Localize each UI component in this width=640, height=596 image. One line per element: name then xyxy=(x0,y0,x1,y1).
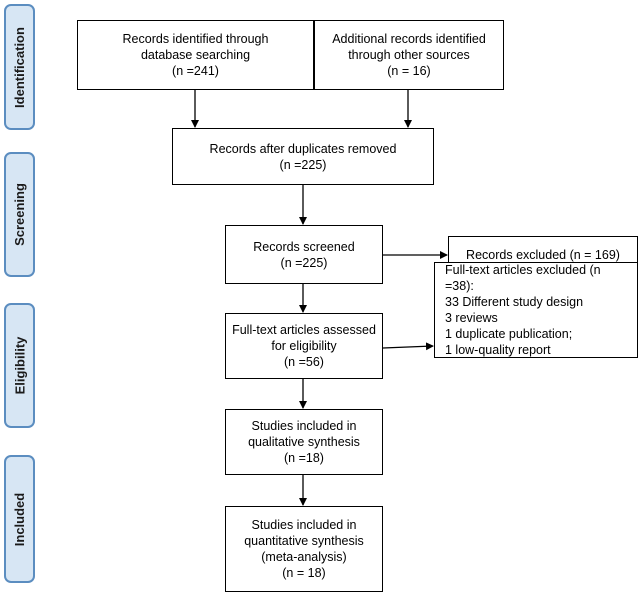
box-records-screened: Records screened (n =225) xyxy=(225,225,383,284)
box-quantitative-synthesis: Studies included in quantitative synthes… xyxy=(225,506,383,592)
fulltext-excluded-reason: 1 duplicate publication; xyxy=(445,327,573,341)
box-fulltext-excluded: Full-text articles excluded (n =38): 33 … xyxy=(434,262,638,358)
stage-tab-included: Included xyxy=(4,455,35,583)
fulltext-excluded-reason: 33 Different study design xyxy=(445,295,584,309)
box-records-screened-text: Records screened (n =225) xyxy=(253,239,355,270)
arrow-assessed-to-fulltext-excluded xyxy=(382,342,434,351)
box-fulltext-assessed-text: Full-text articles assessed for eligibil… xyxy=(232,323,376,369)
stage-tab-identification: Identification xyxy=(4,4,35,130)
box-database-records: Records identified through database sear… xyxy=(77,20,314,90)
fulltext-excluded-title: Full-text articles excluded (n =38): xyxy=(445,263,601,293)
box-fulltext-assessed: Full-text articles assessed for eligibil… xyxy=(225,313,383,379)
box-database-text: Records identified through database sear… xyxy=(122,32,269,78)
box-duplicates-removed-text: Records after duplicates removed (n =225… xyxy=(209,141,397,172)
box-records-excluded-text: Records excluded (n = 169) xyxy=(466,247,620,262)
box-quantitative-synthesis-text: Studies included in quantitative synthes… xyxy=(244,518,364,580)
box-qualitative-synthesis-text: Studies included in qualitative synthesi… xyxy=(248,419,360,465)
fulltext-excluded-reason: 3 reviews xyxy=(445,311,498,325)
box-other-sources: Additional records identified through ot… xyxy=(314,20,504,90)
stage-tab-screening: Screening xyxy=(4,152,35,277)
box-other-sources-text: Additional records identified through ot… xyxy=(332,32,486,78)
box-duplicates-removed: Records after duplicates removed (n =225… xyxy=(172,128,434,185)
stage-tab-eligibility: Eligibility xyxy=(4,303,35,428)
box-qualitative-synthesis: Studies included in qualitative synthesi… xyxy=(225,409,383,475)
fulltext-excluded-reason: 1 low-quality report xyxy=(445,343,551,357)
